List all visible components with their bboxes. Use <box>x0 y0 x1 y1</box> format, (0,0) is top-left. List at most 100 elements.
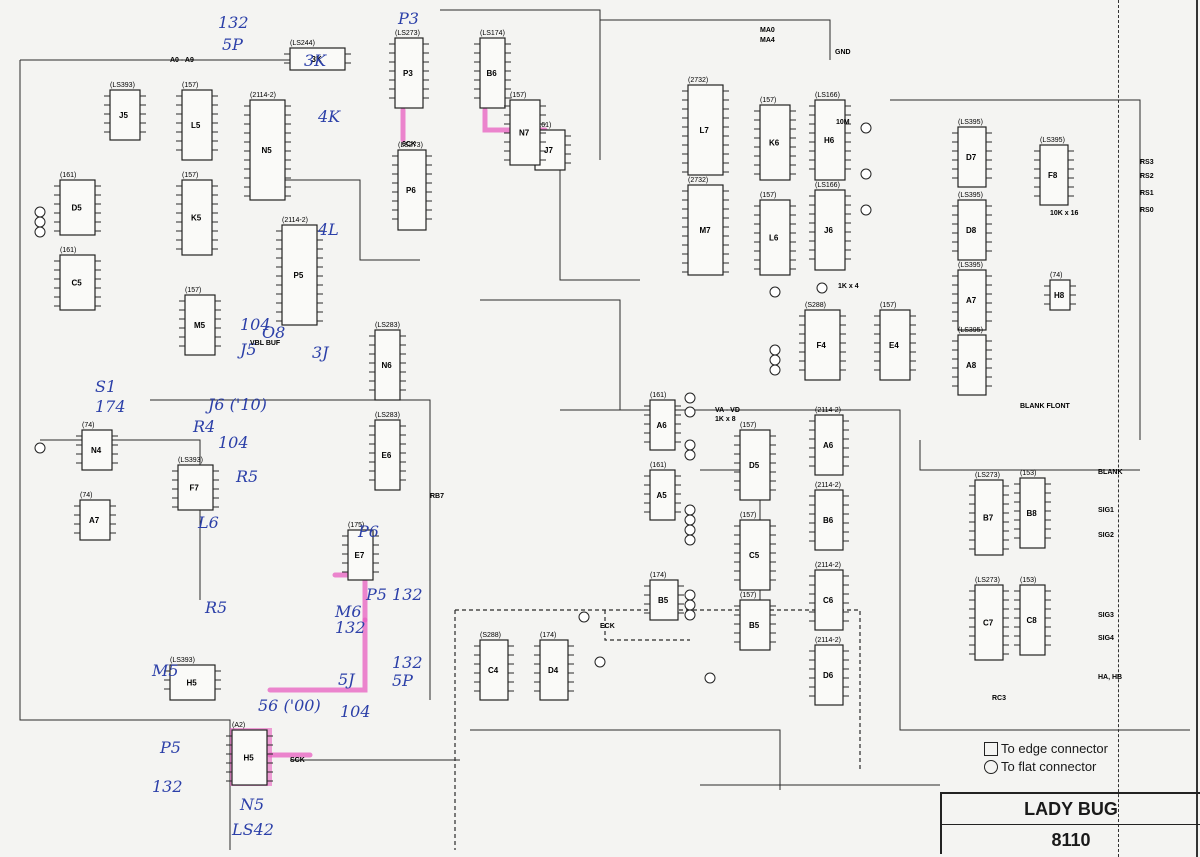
chip-body <box>79 499 111 541</box>
chip-body <box>649 579 679 621</box>
ic-chip-a6: (161)A6 <box>644 392 681 451</box>
signal-vbl-buf: VBL BUF <box>250 340 281 347</box>
output-labels: RS3 RS2 RS1 RS0 BLANK SIG1 SIG2 SIG3 SIG… <box>170 27 1154 764</box>
legend: To edge connector To flat connector <box>984 740 1108 776</box>
chip-ref-label: E6 <box>382 451 392 460</box>
handwritten-note: R4 <box>192 417 215 436</box>
chip-body <box>739 519 771 591</box>
ic-chip-d6: (2114-2)D6 <box>809 637 849 706</box>
chip-type-label: (LS166) <box>815 92 840 99</box>
handwritten-note: J6 ('10) <box>205 395 267 414</box>
chip-ref-label: A8 <box>966 361 977 370</box>
signal-eck: ECK <box>600 623 615 630</box>
chip-type-label: (175) <box>348 522 364 529</box>
chip-type-label: (LS393) <box>110 82 135 89</box>
chip-body <box>759 199 791 276</box>
ic-chip-l6: (157)L6 <box>754 192 796 276</box>
ic-chip-c5: (161) C5 <box>54 247 101 311</box>
ic-chip-c6: (2114-2)C6 <box>809 562 849 631</box>
chip-type-label: (LS273) <box>395 30 420 37</box>
chip-body <box>169 664 216 701</box>
chip-type-label: (LS273) <box>975 472 1000 479</box>
signal-ha-hb: HA, HB <box>1098 674 1122 681</box>
ic-chip-j5: (LS393) J5 <box>104 82 146 141</box>
handwritten-note: 104 <box>340 702 371 721</box>
chip-ref-label: P5 <box>294 271 304 280</box>
chip-ref-label: C5 <box>749 551 760 560</box>
chip-type-label: (2114-2) <box>815 562 841 569</box>
ic-chip-e7: (175) E7 <box>342 522 379 581</box>
chip-body <box>397 149 427 231</box>
chip-type-label: (157) <box>880 302 896 309</box>
chip-type-label: (LS244) <box>290 40 315 47</box>
chip-type-label: (157) <box>740 592 756 599</box>
legend-item-edge: To edge connector <box>984 740 1108 758</box>
chip-type-label: (LS273) <box>398 142 423 149</box>
chip-type-label: (LS393) <box>170 657 195 664</box>
title-block: LADY BUG 8110 <box>940 792 1200 854</box>
chip-type-label: (2732) <box>688 77 708 84</box>
chip-type-label: (74) <box>82 422 94 429</box>
signal-blank-flont: RC3 <box>992 695 1006 702</box>
handwritten-note: 132 <box>392 653 423 672</box>
handwritten-note: LS42 <box>231 820 274 839</box>
legend-label: To flat connector <box>1001 759 1097 774</box>
chip-ref-label: J5 <box>119 111 128 120</box>
chip-ref-label: B8 <box>1027 509 1038 518</box>
signal-hc-hd: VA - VD <box>715 407 740 414</box>
ic-chip-n4: (74)N4 <box>76 422 118 471</box>
chip-type-label: (S288) <box>805 302 826 309</box>
title-block-title: LADY BUG <box>1024 798 1118 819</box>
chip-type-label: (LS283) <box>375 322 400 329</box>
handwritten-note: M6 <box>334 602 362 621</box>
handwritten-note: P3 <box>397 9 419 28</box>
handwritten-note: 174 <box>95 397 126 416</box>
chip-body <box>957 126 987 188</box>
chip-ref-label: C5 <box>72 279 83 288</box>
chip-ref-label: B6 <box>487 69 498 78</box>
chip-body <box>59 179 96 236</box>
signal-rs1: RS1 <box>1140 190 1154 197</box>
chip-body <box>974 584 1004 661</box>
ic-chip-k5: (157)K5 <box>176 172 218 256</box>
chip-body <box>109 89 141 141</box>
chip-ref-label: J7 <box>544 146 553 155</box>
chip-ref-label: B5 <box>658 596 669 605</box>
ic-chip-k6: (157)K6 <box>754 97 796 181</box>
chip-ref-label: D4 <box>548 666 559 675</box>
chip-type-label: (2114-2) <box>250 92 276 99</box>
chip-type-label: (161) <box>60 247 76 254</box>
wires <box>19 9 1190 850</box>
ic-chip-b7: (LS273)B7 <box>969 472 1009 556</box>
chip-ref-label: J6 <box>824 226 833 235</box>
ic-chip-d8: (LS395) D8 <box>952 192 992 261</box>
handwritten-note: P5 132 <box>365 585 423 604</box>
handwritten-note: P6 <box>357 522 379 541</box>
ic-chip-a7: (74)A7 <box>74 492 116 541</box>
chip-type-label: (2732) <box>688 177 708 184</box>
chip-type-label: (157) <box>510 92 526 99</box>
signal-rs3: RS3 <box>1140 159 1154 166</box>
chip-type-label: (LS395) <box>958 192 983 199</box>
legend-item-flat: To flat connector <box>984 758 1108 776</box>
chip-body <box>479 639 509 701</box>
handwritten-note: 132 <box>152 777 183 796</box>
ic-chip-h5: (A2)H5 <box>226 722 273 786</box>
chip-type-label: (2114-2) <box>815 482 841 489</box>
ic-chip-m5: (157)M5 <box>179 287 221 356</box>
chip-body <box>814 489 844 551</box>
chip-body <box>687 184 724 276</box>
legend-label: To edge connector <box>1001 741 1108 756</box>
chip-type-label: (157) <box>182 82 198 89</box>
chip-type-label: (LS273) <box>975 577 1000 584</box>
chip-ref-label: H5 <box>244 754 255 763</box>
ic-chip-a5: (161)A5 <box>644 462 681 521</box>
chip-ref-label: D8 <box>966 226 977 235</box>
chip-ref-label: P3 <box>403 69 413 78</box>
signal-10m: 10M <box>836 119 850 126</box>
ic-chip-m7: (2732)M7 <box>682 177 729 276</box>
chip-body <box>974 479 1004 556</box>
chip-ref-label: A6 <box>823 441 834 450</box>
chip-ref-label: E7 <box>355 551 365 560</box>
